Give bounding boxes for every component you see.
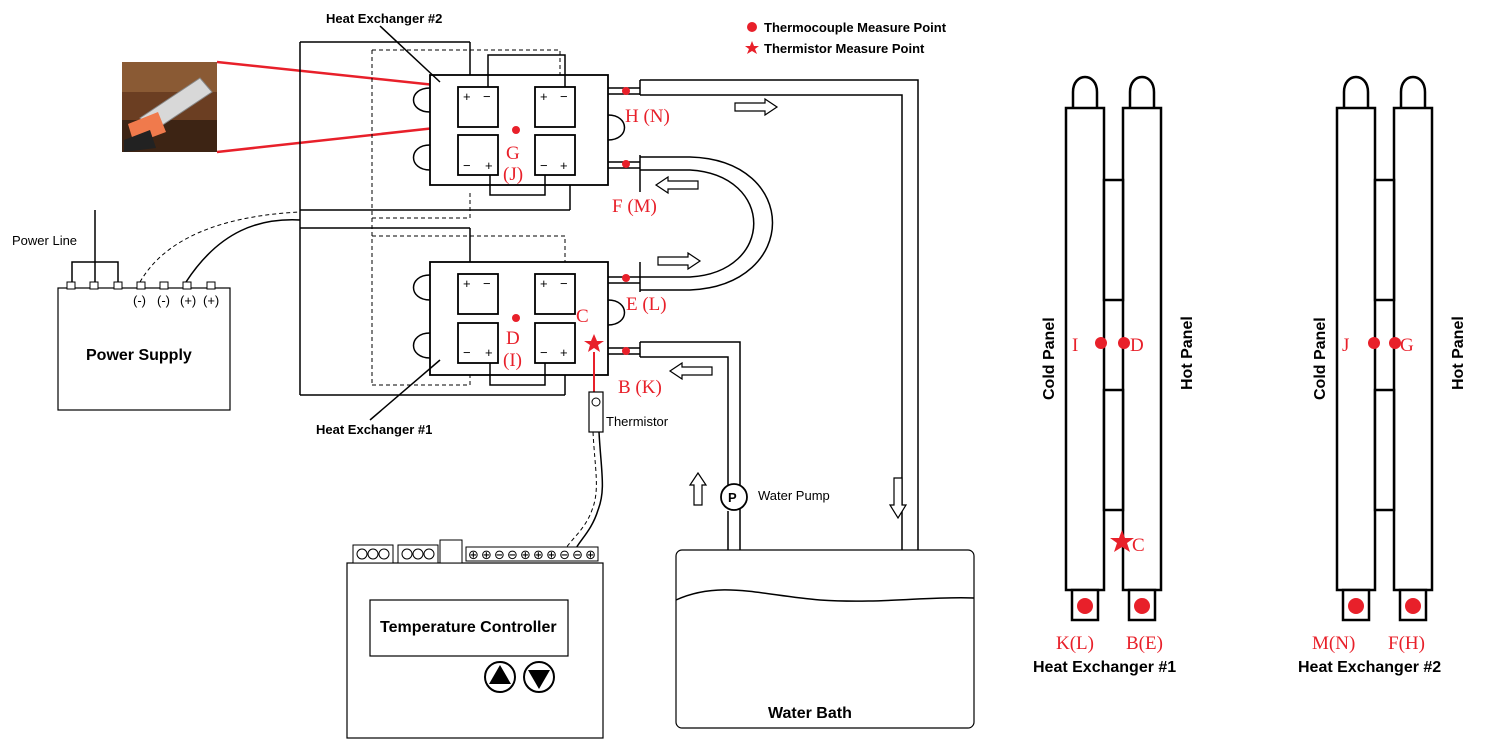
water-pump-icon xyxy=(720,483,748,511)
water-piping: H (N) F (M) E (L) B (K) A xyxy=(608,79,919,665)
point-e-label: E (L) xyxy=(626,294,667,315)
svg-text:P: P xyxy=(728,490,737,505)
panel1-bottom-right: B(E) xyxy=(1126,633,1163,654)
point-g-label: G xyxy=(506,143,520,164)
water-bath-tank xyxy=(675,549,975,729)
svg-text:+: + xyxy=(560,345,568,360)
svg-text:−: − xyxy=(540,345,548,360)
point-f-marker xyxy=(622,160,630,168)
power-wiring xyxy=(71,41,571,396)
point-h-label: H (N) xyxy=(625,106,670,127)
svg-text:−: − xyxy=(560,276,568,291)
hot-panel-1 xyxy=(1121,106,1163,592)
svg-text:+: + xyxy=(540,89,548,104)
power-supply-label: Power Supply xyxy=(86,347,192,364)
panel1-point-i: I xyxy=(1072,335,1078,356)
point-d-panel-marker xyxy=(1118,337,1130,349)
temperature-controller: ⊕⊕⊖⊖⊕⊕⊕⊖⊖⊕ Temperature Controller xyxy=(346,539,604,739)
terminal-1: (-) xyxy=(133,293,146,308)
panel1-cold-label: Cold Panel xyxy=(1041,317,1058,400)
photo-inset xyxy=(122,60,436,154)
water-pump-label: Water Pump xyxy=(758,488,830,503)
power-line-label: Power Line xyxy=(12,233,77,248)
svg-text:+: + xyxy=(540,276,548,291)
cold-panel-1 xyxy=(1064,106,1106,592)
water-bath: Water Bath xyxy=(675,549,975,729)
thermistor-label: Thermistor xyxy=(606,414,669,429)
point-k-marker xyxy=(1077,598,1093,614)
flow-arrow-left-mid xyxy=(654,175,699,195)
controller-label: Temperature Controller xyxy=(380,619,557,636)
power-supply-box xyxy=(57,287,231,411)
svg-text:+: + xyxy=(485,345,493,360)
panel2-point-g: G xyxy=(1400,335,1414,356)
power-supply: (-) (-) (+) (+) Power Supply Power Line xyxy=(12,233,231,411)
point-b-panel-marker xyxy=(1134,598,1150,614)
panel-diagram-2: J G M(N) F(H) Heat Exchanger #2 Cold Pan… xyxy=(1298,75,1467,676)
point-f-label: F (M) xyxy=(612,196,657,217)
heat-exchanger-1-label: Heat Exchanger #1 xyxy=(316,422,432,437)
panel2-cold-label: Cold Panel xyxy=(1312,317,1329,400)
point-g-marker xyxy=(512,126,520,134)
heat-exchanger-2-label: Heat Exchanger #2 xyxy=(326,11,442,26)
point-j-label: (J) xyxy=(503,164,523,185)
point-b-label: B (K) xyxy=(618,377,662,398)
terminal-4: (+) xyxy=(203,293,219,308)
controller-display xyxy=(369,599,569,657)
point-f-panel-marker xyxy=(1405,598,1421,614)
point-b-marker xyxy=(622,347,630,355)
water-pump: P Water Pump xyxy=(720,483,830,511)
flow-arrow-right-top xyxy=(734,97,779,117)
point-m-marker xyxy=(1348,598,1364,614)
point-i-label: (I) xyxy=(503,350,522,371)
panel2-hot-label: Hot Panel xyxy=(1450,316,1467,390)
flow-arrow-right-mid xyxy=(657,251,702,271)
panel1-bottom-left: K(L) xyxy=(1056,633,1094,654)
panel1-point-d: D xyxy=(1130,335,1144,356)
svg-text:+: + xyxy=(463,89,471,104)
svg-text:+: + xyxy=(463,276,471,291)
svg-text:−: − xyxy=(483,276,491,291)
svg-text:−: − xyxy=(483,89,491,104)
panel2-bottom-left: M(N) xyxy=(1312,633,1355,654)
panel1-title: Heat Exchanger #1 xyxy=(1033,659,1176,676)
point-c-panel-marker xyxy=(1110,530,1134,552)
flow-arrow-left-bottom xyxy=(668,361,713,381)
terminal-2: (-) xyxy=(157,293,170,308)
point-e-marker xyxy=(622,274,630,282)
point-d-label: D xyxy=(506,328,520,349)
point-i-marker xyxy=(1095,337,1107,349)
heat-exchanger-2: + − + − − + − + G (J) Heat Exchanger #2 xyxy=(326,11,626,196)
flow-arrow-down xyxy=(888,477,908,520)
thermocouple-legend-icon xyxy=(747,22,757,32)
svg-text:−: − xyxy=(560,89,568,104)
svg-text:+: + xyxy=(560,158,568,173)
thermistor-legend-icon xyxy=(745,41,759,54)
panel2-point-j: J xyxy=(1342,335,1349,356)
water-bath-label: Water Bath xyxy=(768,705,852,722)
legend: Thermocouple Measure Point Thermistor Me… xyxy=(745,20,947,56)
point-h-marker xyxy=(622,87,630,95)
panel1-hot-label: Hot Panel xyxy=(1179,316,1196,390)
heat-exchanger-1: + − + − − + − + D (I) C Heat Exchanger #… xyxy=(316,261,626,437)
panel-diagram-1: I D C K(L) B(E) Heat Exchanger #1 Cold P… xyxy=(1033,75,1196,676)
legend-thermistor-text: Thermistor Measure Point xyxy=(764,41,925,56)
thermistor-probe: Thermistor xyxy=(564,391,669,551)
point-g-panel-marker xyxy=(1389,337,1401,349)
legend-thermocouple-text: Thermocouple Measure Point xyxy=(764,20,947,35)
point-j-marker xyxy=(1368,337,1380,349)
terminal-3: (+) xyxy=(180,293,196,308)
point-d-marker xyxy=(512,314,520,322)
panel1-point-c: C xyxy=(1132,535,1145,556)
point-c-thermistor-marker xyxy=(584,334,604,352)
panel2-bottom-right: F(H) xyxy=(1388,633,1425,654)
flow-arrow-up xyxy=(688,471,708,506)
svg-text:−: − xyxy=(463,158,471,173)
svg-text:+: + xyxy=(485,158,493,173)
panel2-title: Heat Exchanger #2 xyxy=(1298,659,1441,676)
svg-text:−: − xyxy=(463,345,471,360)
svg-text:−: − xyxy=(540,158,548,173)
point-c-label: C xyxy=(576,306,589,327)
